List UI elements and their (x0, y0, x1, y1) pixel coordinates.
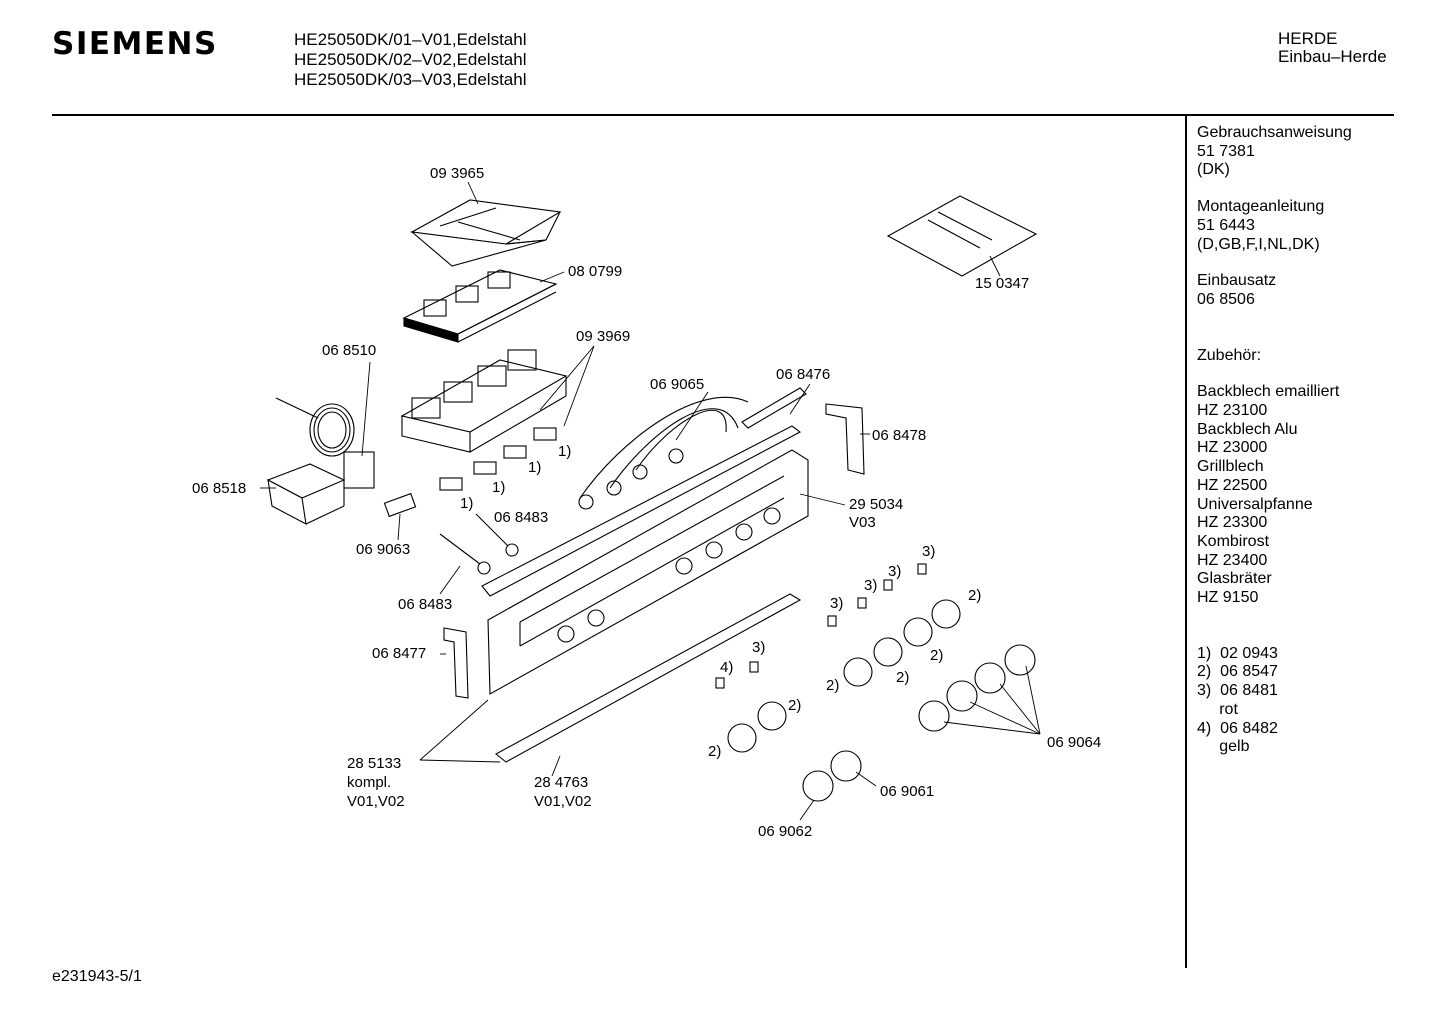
label-068478: 06 8478 (872, 427, 926, 444)
callout-3: 3) (830, 595, 843, 612)
label-285133-variant: V01,V02 (347, 793, 405, 810)
label-285133-kompl: kompl. (347, 774, 391, 791)
callout-1: 1) (528, 459, 541, 476)
label-069065: 06 9065 (650, 376, 704, 393)
sidebar-block-manual: Gebrauchsanweisung 51 7381 (DK) (1197, 124, 1352, 179)
callout-3: 3) (922, 543, 935, 560)
header-divider (52, 114, 1394, 116)
sidebar-block-kit: Einbausatz 06 8506 (1197, 272, 1277, 308)
screw-bag-part (886, 195, 1038, 277)
sidebar-divider (1185, 116, 1187, 968)
callout-2: 2) (896, 669, 909, 686)
switch-block-part (400, 349, 568, 453)
label-284763-variant: V01,V02 (534, 793, 592, 810)
model-line: HE25050DK/03–V03,Edelstahl (294, 70, 527, 89)
knob-parts (727, 599, 1036, 802)
label-068476: 06 8476 (776, 366, 830, 383)
callout-2: 2) (826, 677, 839, 694)
label-069063: 06 9063 (356, 541, 410, 558)
category-block: HERDE Einbau–Herde (1278, 30, 1387, 66)
category-title: HERDE (1278, 29, 1338, 48)
model-line: HE25050DK/02–V02,Edelstahl (294, 50, 527, 69)
terminal-block-part (266, 463, 346, 525)
callout-1: 1) (460, 495, 473, 512)
sidebar-block-accessories: Backblech emailliert HZ 23100 Backblech … (1197, 383, 1340, 607)
model-list: HE25050DK/01–V01,Edelstahl HE25050DK/02–… (294, 30, 527, 90)
callout-2: 2) (930, 647, 943, 664)
callout-3: 3) (752, 639, 765, 656)
label-093965: 09 3965 (430, 165, 484, 182)
label-285133: 28 5133 (347, 755, 401, 772)
micro-switch-parts (439, 427, 557, 491)
model-line: HE25050DK/01–V01,Edelstahl (294, 30, 527, 49)
document-id: e231943-5/1 (52, 968, 142, 985)
bottom-strip-part (495, 593, 802, 763)
label-068510: 06 8510 (322, 342, 376, 359)
sidebar-block-install: Montageanleitung 51 6443 (D,GB,F,I,NL,DK… (1197, 198, 1325, 253)
label-069062: 06 9062 (758, 823, 812, 840)
callout-4: 4) (720, 659, 733, 676)
thermostat-part (275, 397, 375, 489)
tray-part (410, 199, 562, 267)
callout-3: 3) (888, 563, 901, 580)
label-284763: 28 4763 (534, 774, 588, 791)
leader-lines (260, 181, 1041, 821)
brand-logo: SIEMENS (52, 26, 218, 62)
wire-harness-part (578, 396, 749, 510)
label-069064: 06 9064 (1047, 734, 1101, 751)
callout-1: 1) (558, 443, 571, 460)
subcategory-title: Einbau–Herde (1278, 47, 1387, 66)
label-150347: 15 0347 (975, 275, 1029, 292)
callout-1: 1) (492, 479, 505, 496)
exploded-parts-diagram: 09 3965 08 0799 09 3969 06 8510 06 9065 … (192, 165, 1101, 840)
label-295034-variant: V03 (849, 514, 876, 531)
callout-3: 3) (864, 577, 877, 594)
callout-2: 2) (788, 697, 801, 714)
label-068483-a: 06 8483 (494, 509, 548, 526)
callout-2: 2) (708, 743, 721, 760)
frame-part (402, 269, 558, 343)
trim-strip-part (741, 387, 807, 429)
label-295034: 29 5034 (849, 496, 903, 513)
label-069061: 06 9061 (880, 783, 934, 800)
control-panel-part (481, 425, 809, 695)
sidebar-notes: Gebrauchsanweisung 51 7381 (DK) Montagea… (1197, 124, 1427, 757)
sidebar-block-footnotes: 1) 02 0943 2) 06 8547 3) 06 8481 rot 4) … (1197, 644, 1278, 756)
label-093969: 09 3969 (576, 328, 630, 345)
mounting-plate-part (383, 492, 417, 518)
sidebar-block-accessories-title: Zubehör: (1197, 346, 1262, 364)
lamp-holder-parts (439, 513, 519, 575)
bracket-left-part (443, 627, 469, 699)
label-068483-b: 06 8483 (398, 596, 452, 613)
label-068518: 06 8518 (192, 480, 246, 497)
bracket-right-part (825, 403, 865, 475)
label-080799: 08 0799 (568, 263, 622, 280)
callout-2: 2) (968, 587, 981, 604)
indicator-clip-parts (715, 563, 927, 689)
label-068477: 06 8477 (372, 645, 426, 662)
